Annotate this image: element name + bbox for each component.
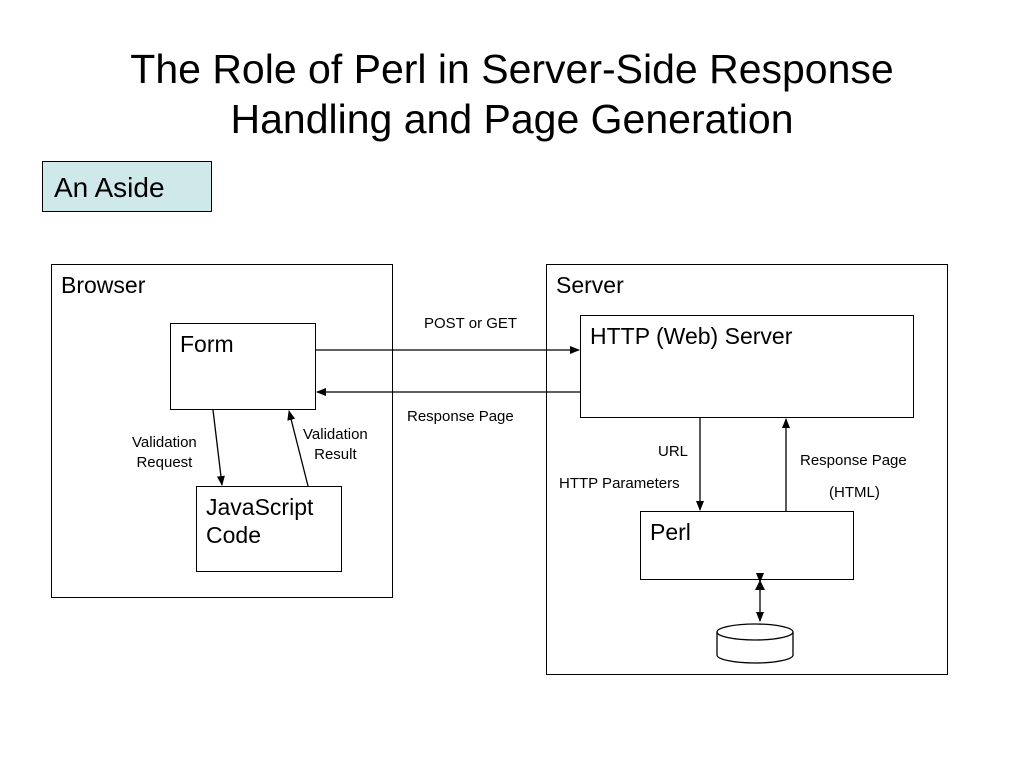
http-server-box: HTTP (Web) Server (580, 315, 914, 418)
aside-label: An Aside (54, 172, 165, 203)
response-page-label: Response Page (407, 408, 514, 425)
slide-title-line-1: The Role of Perl in Server-Side Response (130, 46, 894, 92)
javascript-code-label: JavaScript Code (206, 494, 314, 548)
aside-box: An Aside (42, 161, 212, 212)
url-label: URL (658, 443, 689, 460)
http-server-label: HTTP (Web) Server (590, 323, 793, 349)
form-label: Form (180, 331, 234, 357)
form-box: Form (170, 323, 316, 410)
http-parameters-label: HTTP Parameters (559, 475, 680, 492)
perl-box: Perl (640, 511, 854, 580)
server-response-page-label: Response Page (800, 452, 907, 469)
slide-title: The Role of Perl in Server-Side Response… (0, 44, 1024, 144)
post-or-get-label: POST or GET (424, 315, 518, 332)
html-label: (HTML) (829, 484, 880, 501)
browser-label: Browser (61, 272, 146, 298)
javascript-code-box: JavaScript Code (196, 486, 342, 572)
slide-title-line-2: Handling and Page Generation (230, 96, 794, 142)
perl-label: Perl (650, 519, 691, 545)
validation-request-label: Validation Request (132, 434, 197, 471)
server-label: Server (556, 272, 624, 298)
validation-result-label: Validation Result (303, 426, 368, 463)
